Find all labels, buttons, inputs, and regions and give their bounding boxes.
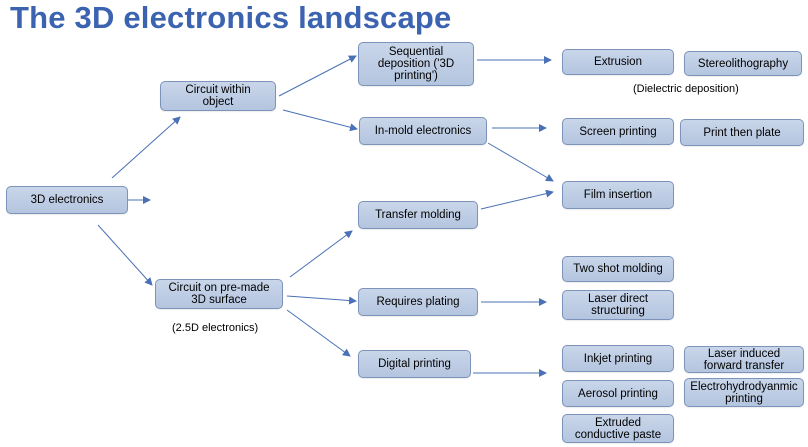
arrow-surface-transfer: [289, 230, 353, 278]
page-title: The 3D electronics landscape: [10, 0, 452, 35]
node-3d-electronics: 3D electronics: [6, 186, 128, 214]
arrow-root-within: [111, 116, 181, 179]
arrow-within-inmold: [282, 109, 358, 132]
node-electrohydrodynamic-printing: Electrohydrodyanmic printing: [684, 378, 804, 407]
node-aerosol-printing: Aerosol printing: [562, 380, 674, 407]
node-extrusion: Extrusion: [562, 49, 674, 75]
arrow-transfer-film: [480, 189, 554, 210]
arrow-inmold-film: [487, 142, 554, 182]
node-requires-plating: Requires plating: [358, 288, 478, 316]
arrow-root-surface: [97, 224, 153, 286]
node-transfer-molding: Transfer molding: [358, 201, 478, 229]
node-print-then-plate: Print then plate: [680, 119, 804, 146]
arrow-within-seqdep: [278, 55, 357, 97]
node-sequential-deposition: Sequential deposition ('3D printing'): [358, 42, 474, 86]
note-2-5d-electronics: (2.5D electronics): [172, 322, 259, 334]
arrow-surface-plating: [286, 295, 357, 305]
node-extruded-conductive-paste: Extruded conductive paste: [562, 414, 674, 443]
node-circuit-within-object: Circuit within object: [160, 81, 276, 111]
node-two-shot-molding: Two shot molding: [562, 256, 674, 282]
node-film-insertion: Film insertion: [562, 181, 674, 209]
node-circuit-on-surface: Circuit on pre-made 3D surface: [155, 279, 283, 309]
node-digital-printing: Digital printing: [358, 350, 471, 378]
arrow-surface-digital: [286, 309, 351, 357]
node-in-mold-electronics: In-mold electronics: [359, 117, 487, 145]
node-inkjet-printing: Inkjet printing: [562, 345, 674, 372]
node-stereolithography: Stereolithography: [684, 51, 802, 76]
node-screen-printing: Screen printing: [562, 118, 674, 145]
node-laser-induced-forward-transfer: Laser induced forward transfer: [684, 346, 804, 373]
node-laser-direct-structuring: Laser direct structuring: [562, 290, 674, 320]
note-dielectric-deposition: (Dielectric deposition): [633, 83, 739, 95]
